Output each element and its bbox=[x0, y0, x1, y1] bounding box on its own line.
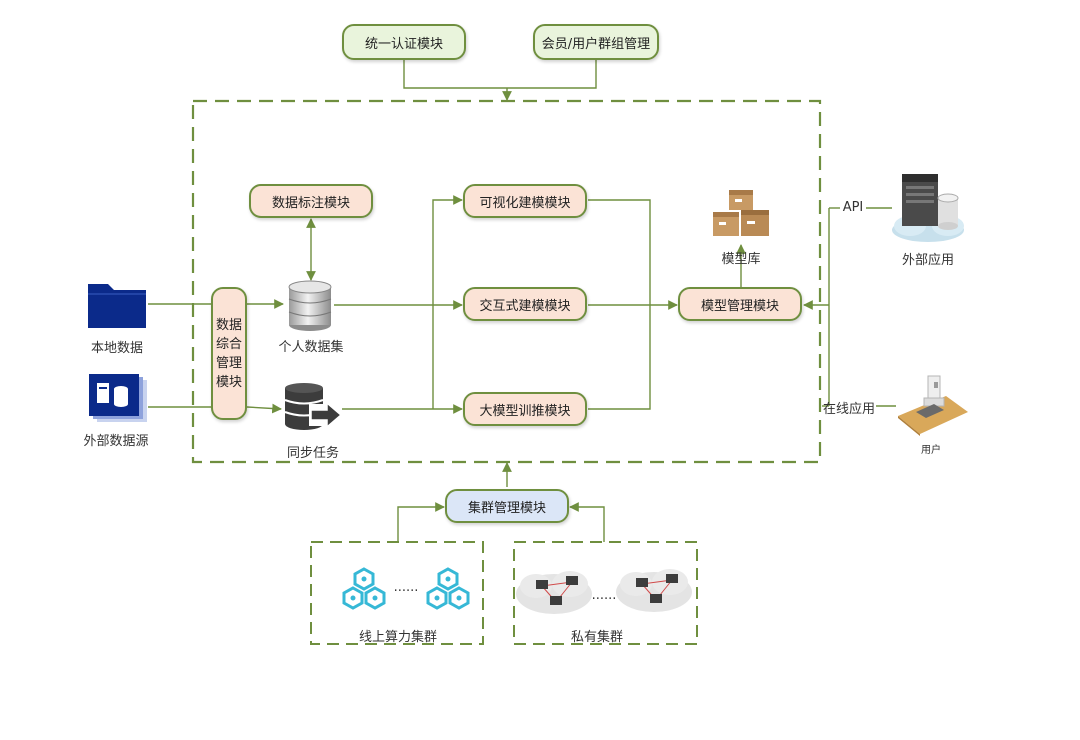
llm-training-module: 大模型训推模块 bbox=[463, 392, 587, 426]
auth-module: 统一认证模块 bbox=[342, 24, 466, 60]
platform-boundary bbox=[191, 99, 822, 464]
annotation-module-label: 数据标注模块 bbox=[271, 195, 350, 211]
local-data-label: 本地数据 bbox=[90, 341, 143, 356]
private-cluster-label: 私有集群 bbox=[570, 630, 623, 645]
user-desk-icon bbox=[898, 375, 968, 436]
data-management-module: 数据 综合 管理 模块 bbox=[211, 287, 247, 420]
model-repo-label: 模型库 bbox=[721, 252, 761, 267]
model-management-label: 模型管理模块 bbox=[700, 298, 779, 314]
llm-training-label: 大模型训推模块 bbox=[479, 403, 571, 419]
data-mgmt-line-1: 数据 bbox=[215, 317, 242, 333]
online-cluster-boundary bbox=[310, 541, 484, 645]
member-group-module: 会员/用户群组管理 bbox=[533, 24, 659, 60]
auth-module-label: 统一认证模块 bbox=[364, 36, 443, 52]
online-cluster-label: 线上算力集群 bbox=[358, 630, 437, 645]
private-cluster-boundary bbox=[513, 541, 698, 645]
online-cluster-ellipsis: ...... bbox=[393, 580, 419, 595]
sync-task-label: 同步任务 bbox=[286, 446, 339, 461]
cardboard-boxes-icon bbox=[713, 190, 769, 236]
external-app-label: 外部应用 bbox=[901, 253, 954, 268]
personal-dataset-label: 个人数据集 bbox=[278, 340, 344, 355]
api-label: API bbox=[842, 200, 864, 215]
data-mgmt-line-4: 模块 bbox=[215, 374, 242, 390]
compute-cluster-icon bbox=[342, 567, 386, 610]
model-management-module: 模型管理模块 bbox=[678, 287, 802, 321]
visual-modeling-label: 可视化建模模块 bbox=[479, 195, 571, 211]
database-export-icon bbox=[284, 383, 343, 430]
user-label: 用户 bbox=[921, 445, 941, 456]
online-app-label: 在线应用 bbox=[822, 402, 875, 417]
visual-modeling-module: 可视化建模模块 bbox=[463, 184, 587, 218]
data-mgmt-line-3: 管理 bbox=[215, 355, 242, 371]
member-group-module-label: 会员/用户群组管理 bbox=[541, 36, 651, 52]
network-cloud-icon-2 bbox=[616, 569, 692, 612]
cluster-management-label: 集群管理模块 bbox=[467, 500, 546, 516]
server-document-icon bbox=[89, 374, 147, 422]
server-cloud-icon bbox=[892, 174, 964, 242]
annotation-module: 数据标注模块 bbox=[249, 184, 373, 218]
network-cloud-icon bbox=[516, 571, 592, 614]
interactive-modeling-label: 交互式建模模块 bbox=[479, 298, 571, 314]
compute-cluster-icon-2 bbox=[426, 567, 470, 610]
external-source-label: 外部数据源 bbox=[83, 434, 149, 449]
folder-icon bbox=[88, 284, 146, 328]
private-cluster-ellipsis: ...... bbox=[591, 588, 617, 603]
interactive-modeling-module: 交互式建模模块 bbox=[463, 287, 587, 321]
database-icon bbox=[288, 280, 332, 331]
data-mgmt-line-2: 综合 bbox=[215, 336, 242, 352]
cluster-management-module: 集群管理模块 bbox=[445, 489, 569, 523]
